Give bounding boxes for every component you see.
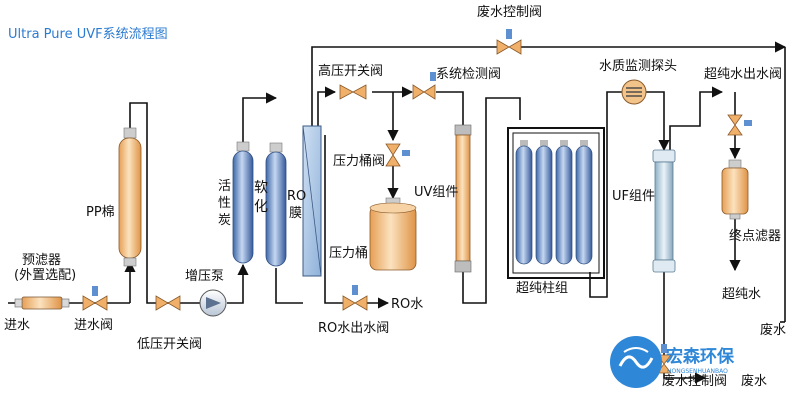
waste-control-valve-top[interactable] bbox=[496, 29, 522, 55]
label-ro-1: RO bbox=[287, 189, 306, 204]
label-quality-probe: 水质监测探头 bbox=[599, 59, 677, 74]
ro-water-outlet-valve[interactable] bbox=[342, 285, 368, 311]
system-test-valve[interactable] bbox=[412, 72, 436, 100]
label-ultrapure-column: 超纯柱组 bbox=[516, 281, 568, 296]
logo-subtext: HONGSENHUANBAO bbox=[667, 368, 728, 375]
label-pp-cotton: PP棉 bbox=[86, 205, 115, 220]
label-carbon-1: 活 bbox=[218, 179, 231, 194]
pipe-to-uv bbox=[436, 91, 464, 125]
label-inlet: 进水 bbox=[4, 318, 30, 333]
column-1 bbox=[515, 140, 533, 265]
label-uf-module: UF组件 bbox=[612, 189, 655, 204]
high-pressure-switch-valve[interactable] bbox=[339, 84, 367, 100]
pipe-pump-to-carbon bbox=[227, 263, 249, 304]
pipes bbox=[8, 41, 787, 384]
label-booster-pump: 增压泵 bbox=[185, 269, 224, 284]
company-logo: 宏森环保 HONGSENHUANBAO bbox=[610, 336, 735, 388]
pipe-ro-top bbox=[317, 91, 330, 126]
pp-cotton-cartridge bbox=[118, 127, 142, 267]
pressure-tank-valve[interactable] bbox=[385, 143, 410, 167]
label-waste-valve-bottom: 废水控制阀 bbox=[662, 373, 727, 389]
label-terminal-filter: 终点滤器 bbox=[729, 228, 781, 244]
ultrapure-column-group bbox=[507, 127, 605, 279]
label-high-pressure-valve: 高压开关阀 bbox=[318, 63, 383, 79]
diagram-title: Ultra Pure UVF系统流程图 bbox=[8, 27, 168, 42]
pipe-waste-top bbox=[311, 46, 497, 126]
pipe-column-to-probe bbox=[589, 91, 622, 298]
logo-text: 宏森环保 bbox=[666, 346, 735, 367]
pipe-ro-water bbox=[324, 135, 345, 304]
uf-module bbox=[652, 149, 676, 273]
pipe-uv-to-column bbox=[462, 97, 521, 304]
label-low-pressure-valve: 低压开关阀 bbox=[137, 337, 202, 352]
column-2 bbox=[535, 140, 553, 265]
label-inlet-valve: 进水阀 bbox=[74, 318, 113, 333]
label-ro-2: 膜 bbox=[289, 206, 302, 221]
label-ro-outlet-valve: RO水出水阀 bbox=[318, 321, 389, 336]
pipe-probe-to-uf bbox=[646, 91, 670, 152]
label-carbon-2: 性 bbox=[218, 196, 231, 211]
label-prefilter: 预滤器 bbox=[22, 253, 61, 268]
label-carbon-3: 炭 bbox=[218, 213, 231, 228]
pipe-uf-to-outlet bbox=[669, 86, 724, 150]
water-quality-probe bbox=[621, 79, 647, 105]
uv-module bbox=[454, 124, 472, 273]
label-softener-1: 软 bbox=[254, 180, 268, 196]
booster-pump bbox=[199, 289, 227, 317]
prefilter bbox=[14, 296, 70, 310]
label-pressure-tank-valve: 压力桶阀 bbox=[333, 154, 385, 169]
pipe-softener-to-ro bbox=[275, 268, 303, 304]
ultrapure-outlet-valve[interactable] bbox=[727, 114, 752, 136]
label-system-test-valve: 系统检测阀 bbox=[436, 67, 501, 82]
column-4 bbox=[575, 140, 593, 265]
softener-cartridge bbox=[265, 142, 287, 267]
labels: 进水 进水阀 预滤器 (外置选配) 低压开关阀 PP棉 增压泵 活 性 炭 软 … bbox=[4, 4, 786, 389]
pipe-carbon-to-softener bbox=[242, 92, 278, 150]
column-3 bbox=[555, 140, 573, 265]
low-pressure-switch-valve[interactable] bbox=[155, 295, 181, 311]
pressure-tank bbox=[369, 197, 417, 271]
activated-carbon-cartridge bbox=[232, 141, 254, 264]
label-ro-water: RO水 bbox=[391, 297, 423, 312]
label-waste-water-bottom: 废水 bbox=[741, 373, 767, 389]
label-prefilter-note: (外置选配) bbox=[14, 268, 76, 283]
terminal-filter bbox=[721, 159, 749, 220]
label-waste-valve-top: 废水控制阀 bbox=[477, 4, 542, 20]
label-pressure-tank: 压力桶 bbox=[329, 246, 368, 261]
label-ultrapure-outlet-valve: 超纯水出水阀 bbox=[704, 67, 782, 82]
label-ultrapure-water: 超纯水 bbox=[722, 287, 761, 302]
inlet-valve[interactable] bbox=[82, 286, 108, 311]
ro-membrane bbox=[302, 125, 322, 277]
label-waste-water-right: 废水 bbox=[760, 322, 786, 338]
label-softener-2: 化 bbox=[254, 199, 268, 215]
label-uv-module: UV组件 bbox=[414, 185, 458, 200]
logo-wave-icon bbox=[618, 355, 654, 369]
